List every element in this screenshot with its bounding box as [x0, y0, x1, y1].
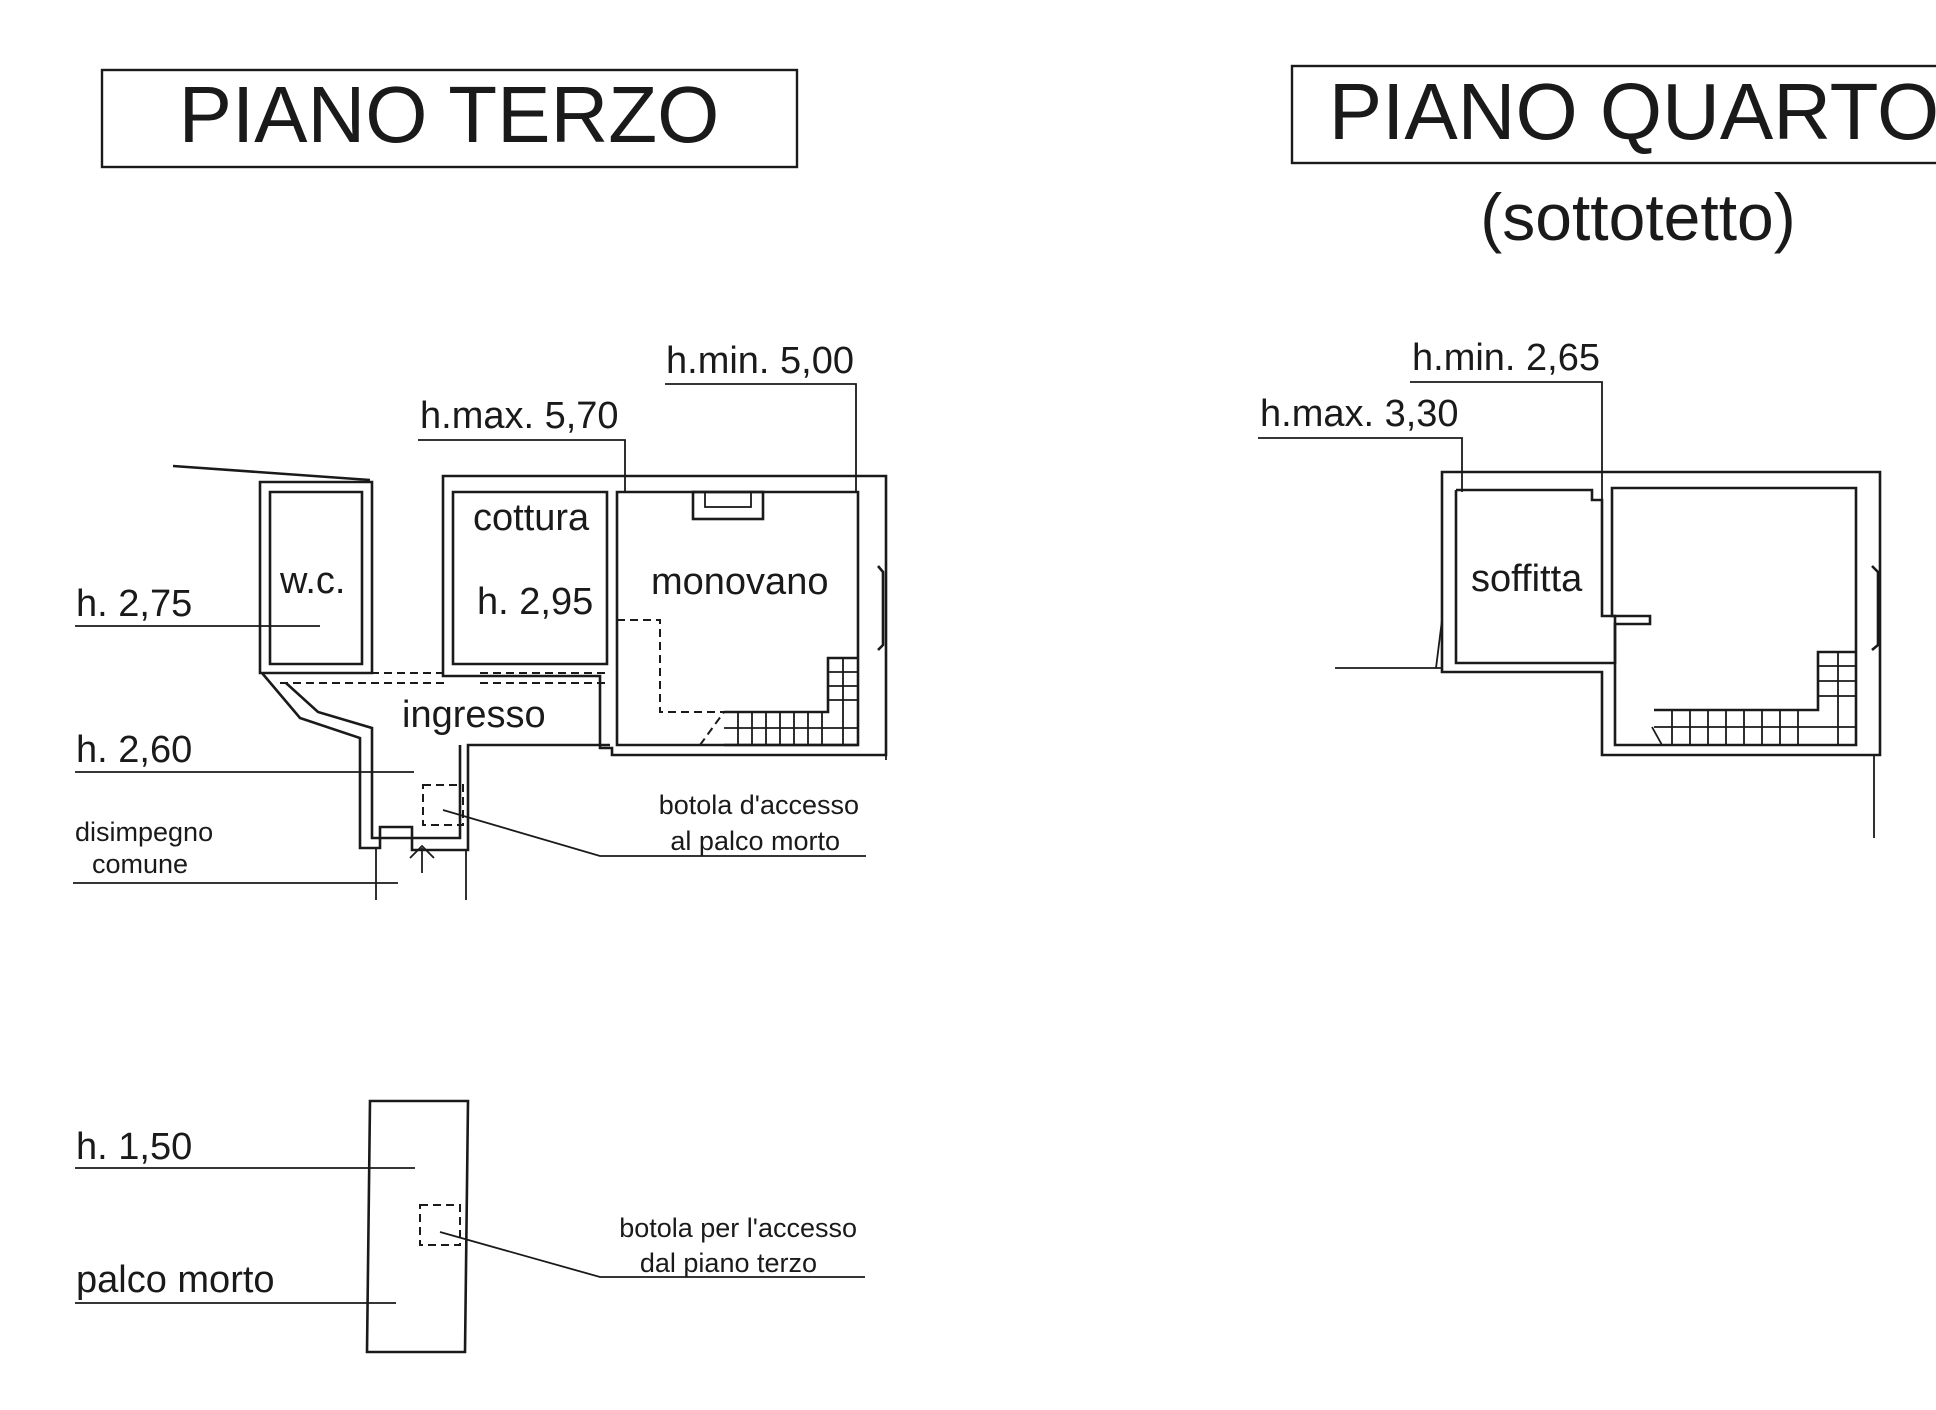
palco-botola-label-2: dal piano terzo	[640, 1248, 817, 1278]
piano-quarto-title: PIANO QUARTO	[1329, 67, 1936, 156]
ingresso-wall-inner	[285, 682, 462, 840]
quarto-right-projection	[1871, 565, 1880, 651]
palco-name-label: palco morto	[76, 1259, 275, 1301]
chimney-inner	[704, 491, 752, 508]
piano-terzo-plan: PIANO TERZO h.min. 5,00 h.max. 5,70	[73, 68, 888, 900]
h-ingresso-label: h. 2,60	[76, 729, 192, 771]
main-block-outer-wall	[441, 474, 888, 757]
h-min-label: h.min. 5,00	[666, 340, 854, 382]
quarto-h-max-label: h.max. 3,30	[1260, 393, 1459, 435]
wc-inner-wall	[268, 490, 364, 666]
neighbour-wall	[172, 464, 371, 482]
disimpegno-label-1: disimpegno	[75, 817, 213, 847]
right-wall-projection	[877, 565, 885, 651]
room-monovano: monovano	[651, 561, 828, 603]
botola-label-1: botola d'accesso	[659, 790, 859, 820]
botola-trapdoor	[422, 784, 464, 826]
quarto-outer-wall	[1440, 470, 1882, 757]
piano-quarto-title-box	[1290, 64, 1936, 165]
quarto-h-min-label: h.min. 2,65	[1412, 337, 1600, 379]
soffitta-inner-wall	[1454, 488, 1617, 665]
room-wc: w.c.	[279, 560, 345, 602]
palco-morto-plan: h. 1,50 palco morto botola per l'accesso…	[75, 1099, 865, 1354]
h-max-leader	[418, 439, 626, 492]
room-soffitta: soffitta	[1471, 558, 1583, 600]
piano-terzo-title: PIANO TERZO	[179, 70, 720, 159]
botola-label-2: al palco morto	[670, 826, 840, 856]
quarto-h-min-leader	[1410, 381, 1603, 500]
palco-botola-label-1: botola per l'accesso	[619, 1213, 857, 1243]
h-min-leader	[665, 383, 857, 492]
piano-quarto-subtitle: (sottotetto)	[1480, 180, 1795, 254]
chimney	[691, 490, 765, 521]
h-wc-label: h. 2,75	[76, 583, 192, 625]
piano-terzo-title-box	[100, 68, 799, 169]
room-cottura: cottura	[473, 497, 590, 539]
disimpegno-label-2: comune	[92, 849, 188, 879]
piano-quarto-plan: PIANO QUARTO (sottotetto) h.min. 2,65 h.…	[1258, 64, 1936, 838]
quarto-wall-extension	[1435, 619, 1443, 669]
staircase	[699, 656, 858, 747]
room-ingresso: ingresso	[402, 694, 546, 736]
ingresso-wall-lower	[261, 672, 610, 852]
palco-botola	[419, 1204, 461, 1246]
palco-morto-outline	[365, 1099, 470, 1354]
h-max-label: h.max. 5,70	[420, 395, 619, 437]
palco-botola-leader	[439, 1231, 865, 1278]
palco-h-label: h. 1,50	[76, 1126, 192, 1168]
entrance-arrow-head	[409, 844, 435, 859]
botola-leader	[442, 809, 866, 857]
mezzanine-dashed	[617, 619, 724, 713]
quarto-h-max-leader	[1258, 437, 1463, 492]
quarto-room-inner-wall	[1610, 486, 1858, 747]
monovano-inner-wall	[615, 490, 860, 747]
h-cottura-label: h. 2,95	[477, 581, 593, 623]
quarto-staircase	[1651, 650, 1856, 746]
